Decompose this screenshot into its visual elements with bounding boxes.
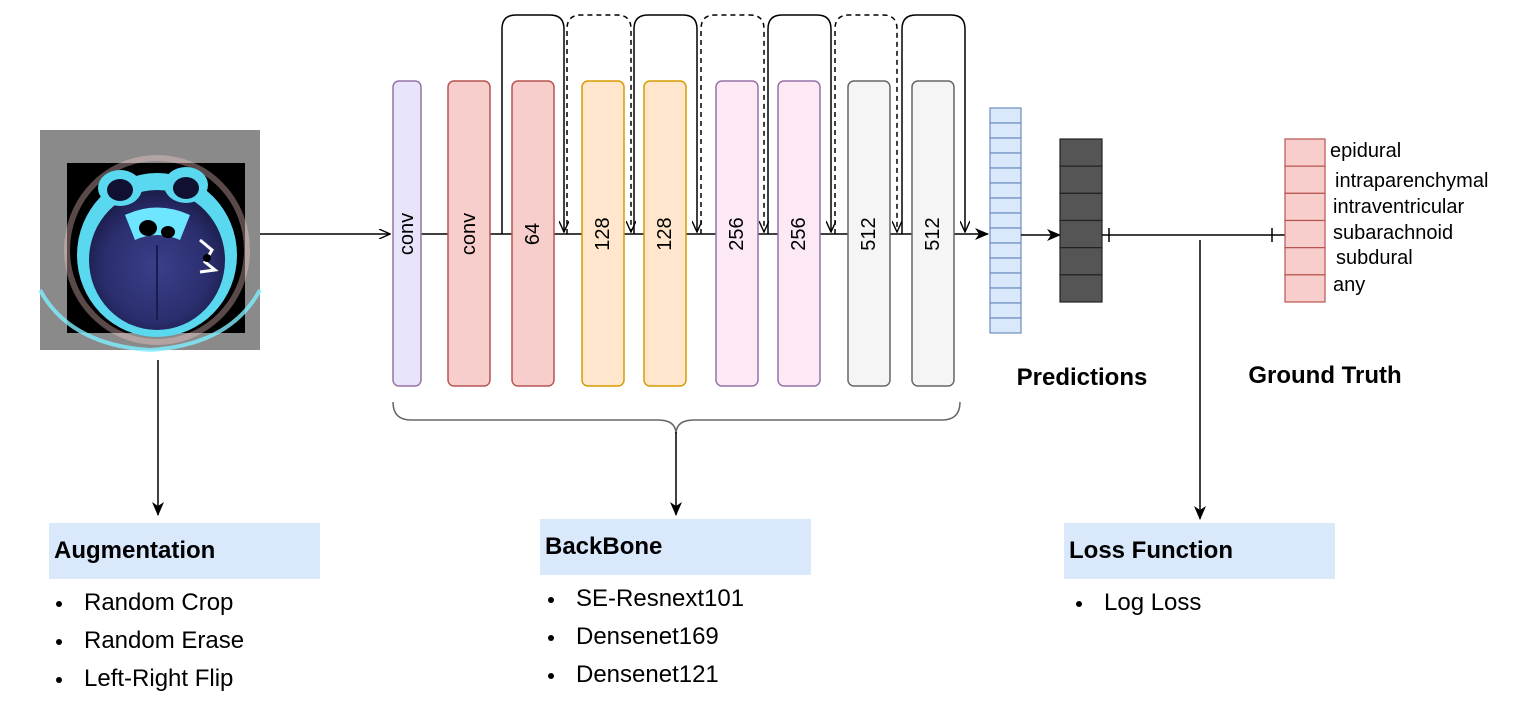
class-label: subarachnoid (1333, 222, 1453, 244)
layer-label: 512 (858, 217, 880, 250)
skip-connection (700, 14, 764, 234)
layer-label: 128 (592, 217, 614, 250)
feature-cell (989, 212, 1022, 229)
feature-cell (989, 242, 1022, 259)
layer-label: 512 (922, 217, 944, 250)
layer-label: conv (458, 213, 480, 255)
feature-cell (989, 137, 1022, 154)
layer-block (392, 80, 422, 387)
layer-block (581, 80, 625, 387)
backbone-item: Densenet169 (541, 618, 744, 656)
backbone-list: SE-Resnext101 Densenet169 Densenet121 (541, 580, 744, 694)
prediction-cell (1059, 247, 1103, 276)
feature-cell (989, 302, 1022, 319)
layer-label: 256 (726, 217, 748, 250)
layer-label: 256 (788, 217, 810, 250)
backbone-layers: conv conv 64 128 128 256 256 512 512 (392, 14, 989, 387)
layer-block (447, 80, 491, 387)
class-label: any (1333, 274, 1365, 296)
layer-block (511, 80, 555, 387)
feature-cell (989, 197, 1022, 214)
class-label: epidural (1330, 140, 1401, 162)
layer-label: conv (396, 213, 418, 255)
loss-function-item: Log Loss (1069, 584, 1201, 622)
feature-cell (989, 317, 1022, 334)
skip-connection (901, 14, 965, 234)
layer-block (847, 80, 891, 387)
feature-cell (989, 167, 1022, 184)
augmentation-item: Random Crop (49, 584, 244, 622)
feature-cell (989, 152, 1022, 169)
skip-connection (834, 14, 897, 234)
prediction-cell (1059, 274, 1103, 303)
backbone-item: SE-Resnext101 (541, 580, 744, 618)
ground-truth-label: Ground Truth (1248, 362, 1401, 389)
ground-truth-cell (1284, 219, 1326, 249)
feature-cell (989, 257, 1022, 274)
ground-truth-cell (1284, 192, 1326, 222)
ground-truth-cell (1284, 165, 1326, 194)
feature-cell (989, 107, 1022, 124)
loss-function-list: Log Loss (1069, 584, 1201, 622)
backbone-item: Densenet121 (541, 656, 744, 694)
skip-connection (501, 14, 564, 234)
skip-connection (566, 14, 631, 234)
augmentation-title: Augmentation (49, 523, 320, 579)
layer-block (715, 80, 759, 387)
ground-truth-vector: epidural intraparenchymal intraventricular… (1284, 138, 1488, 303)
feature-cell (989, 122, 1022, 139)
ground-truth-cell (1284, 138, 1326, 167)
ground-truth-cell (1284, 247, 1326, 276)
comparison-line (1102, 228, 1285, 242)
skip-connection (633, 14, 697, 234)
augmentation-item: Left-Right Flip (49, 660, 244, 698)
prediction-cell (1059, 219, 1103, 249)
predictions-label: Predictions (1017, 364, 1148, 391)
layer-block (777, 80, 821, 387)
feature-cell (989, 287, 1022, 304)
feature-cell (989, 182, 1022, 199)
augmentation-list: Random Crop Random Erase Left-Right Flip (49, 584, 244, 698)
prediction-vector (1059, 138, 1103, 303)
feature-cell (989, 272, 1022, 289)
prediction-cell (1059, 138, 1103, 167)
augmentation-item: Random Erase (49, 622, 244, 660)
layer-block (643, 80, 687, 387)
prediction-cell (1059, 192, 1103, 222)
backbone-title: BackBone (540, 519, 811, 575)
loss-function-title: Loss Function (1064, 523, 1335, 579)
feature-vector (989, 107, 1022, 334)
class-label: subdural (1336, 247, 1413, 269)
class-label: intraparenchymal (1335, 170, 1488, 192)
ground-truth-cell (1284, 274, 1326, 303)
ct-scan-image (38, 130, 262, 353)
prediction-cell (1059, 165, 1103, 194)
skip-connection (767, 14, 831, 234)
class-label: intraventricular (1333, 196, 1465, 218)
layer-label: 128 (654, 217, 676, 250)
feature-cell (989, 227, 1022, 244)
layer-block (911, 80, 955, 387)
backbone-brace (392, 401, 961, 435)
layer-label: 64 (522, 223, 544, 245)
